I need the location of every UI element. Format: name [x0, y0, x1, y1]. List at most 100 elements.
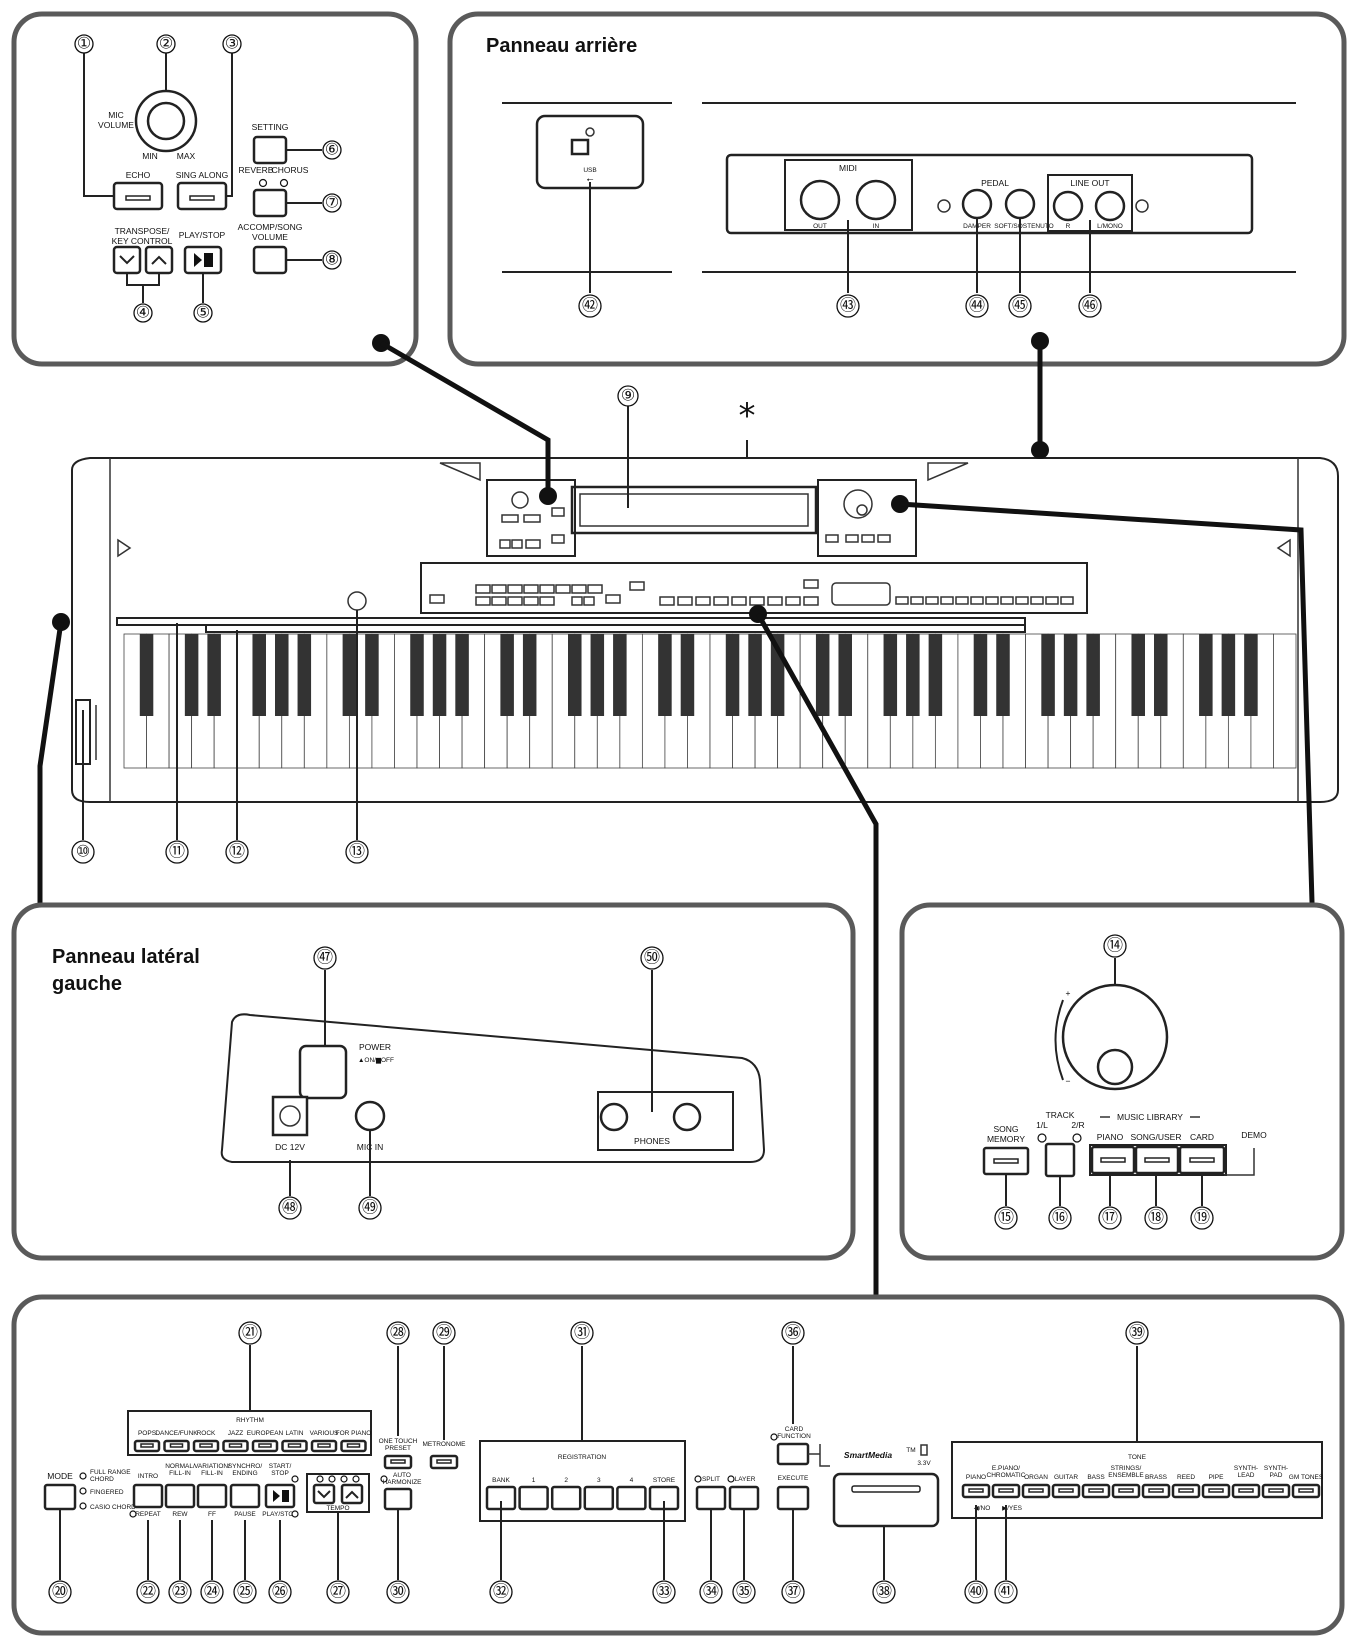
rhythm-ctrl-button[interactable] [229, 1483, 261, 1509]
registration-button[interactable] [518, 1485, 549, 1511]
black-key[interactable] [342, 634, 357, 716]
tone-button-bar [1208, 1488, 1224, 1493]
black-key[interactable] [1244, 634, 1258, 716]
black-key[interactable] [973, 634, 988, 716]
black-key[interactable] [906, 634, 920, 716]
phones-jack-2[interactable] [672, 1102, 702, 1132]
min-label: MIN [142, 151, 158, 161]
track-2r-label: 2/R [1071, 1120, 1084, 1130]
rhythm-ctrl-button[interactable] [132, 1483, 164, 1509]
black-key[interactable] [275, 634, 289, 716]
black-key[interactable] [590, 634, 605, 716]
black-key[interactable] [522, 634, 537, 716]
black-key[interactable] [815, 634, 830, 716]
power-sub-label: ▲ON/▆OFF [358, 1057, 394, 1064]
layer-button[interactable] [728, 1485, 760, 1511]
black-key[interactable] [207, 634, 221, 716]
black-key[interactable] [613, 634, 627, 716]
black-key[interactable] [365, 634, 379, 716]
tempo-up-button[interactable] [340, 1483, 364, 1505]
black-key[interactable] [1221, 634, 1236, 716]
transpose-down-button[interactable] [112, 245, 142, 275]
jog-dial-grip [1096, 1048, 1134, 1086]
black-key[interactable] [1086, 634, 1100, 716]
mode-button[interactable] [43, 1483, 77, 1511]
rhythm-ctrl-button[interactable] [164, 1483, 196, 1509]
master-volume-knob [347, 591, 367, 611]
power-button[interactable] [298, 1044, 348, 1100]
black-key[interactable] [748, 634, 762, 716]
black-key[interactable] [297, 634, 312, 716]
black-key[interactable] [725, 634, 740, 716]
black-key[interactable] [184, 634, 199, 716]
black-key[interactable] [455, 634, 469, 716]
play-stop-button[interactable] [183, 245, 223, 275]
black-key[interactable] [252, 634, 266, 716]
transpose-up-button[interactable] [144, 245, 174, 275]
callout-47: ㊼ [313, 946, 337, 970]
black-key[interactable] [928, 634, 943, 716]
track-button[interactable] [1044, 1142, 1076, 1178]
svg-text:㊹: ㊹ [969, 297, 985, 315]
soft-sostenuto-jack[interactable] [1004, 188, 1036, 220]
midi-in-port[interactable] [855, 179, 897, 221]
black-key[interactable] [1041, 634, 1055, 716]
control-cluster-left [486, 479, 576, 557]
dc-jack[interactable] [271, 1095, 309, 1137]
card-function-button[interactable] [776, 1442, 810, 1466]
black-key[interactable] [410, 634, 424, 716]
phones-jack-1[interactable] [599, 1102, 629, 1132]
registration-button[interactable] [616, 1485, 647, 1511]
line-out-r-jack[interactable] [1052, 190, 1084, 222]
line-out-l-mono-jack[interactable] [1094, 190, 1126, 222]
registration-button[interactable] [550, 1485, 582, 1511]
setting-button[interactable] [252, 135, 288, 165]
rhythm-ctrl-label: START/STOP [269, 1463, 292, 1477]
rhythm-ctrl-button[interactable] [196, 1483, 228, 1509]
accomp-volume-button[interactable] [252, 245, 288, 275]
mic-in-jack[interactable] [354, 1100, 386, 1132]
reverb-chorus-button[interactable] [252, 188, 288, 218]
pedal-label: PEDAL [981, 178, 1009, 188]
setting-label: SETTING [252, 122, 289, 132]
svg-text:㊽: ㊽ [282, 1199, 298, 1217]
damper-jack[interactable] [961, 188, 993, 220]
midi-out-port[interactable] [799, 179, 841, 221]
registration-button[interactable] [583, 1485, 615, 1511]
rear-panel-title: Panneau arrière [486, 35, 637, 57]
usb-port[interactable] [570, 138, 590, 156]
black-key[interactable] [500, 634, 514, 716]
black-key[interactable] [432, 634, 447, 716]
rhythm-cat-button-bar [258, 1443, 272, 1448]
rhythm-cat-button-bar [317, 1443, 331, 1448]
black-key[interactable] [139, 634, 154, 716]
svg-text:㉜: ㉜ [493, 1583, 509, 1601]
black-key[interactable] [1063, 634, 1078, 716]
black-key[interactable] [996, 634, 1010, 716]
split-button[interactable] [695, 1485, 727, 1511]
tempo-down-button[interactable] [312, 1483, 336, 1505]
smartmedia-card-slot[interactable] [832, 1472, 940, 1528]
line-out-l-mono-label: L/MONO [1097, 223, 1123, 230]
black-key[interactable] [1131, 634, 1145, 716]
line-out-label: LINE OUT [1070, 178, 1109, 188]
black-key[interactable] [658, 634, 672, 716]
auto-harmonize-button[interactable] [383, 1487, 413, 1511]
black-key[interactable] [680, 634, 695, 716]
tone-button-bar [1178, 1488, 1194, 1493]
black-key[interactable] [568, 634, 582, 716]
stop-icon [282, 1490, 289, 1502]
pause-label: PAUSE [234, 1511, 256, 1518]
black-key[interactable] [883, 634, 898, 716]
keyboard-callouts: ⑨ ⑩ ⑪ ⑫ ⑬ [71, 385, 748, 864]
black-key[interactable] [1154, 634, 1168, 716]
control-strip-buttons [429, 579, 1074, 606]
repeat-label: REPEAT [135, 1511, 161, 1518]
svg-text:㉔: ㉔ [204, 1583, 220, 1601]
execute-button[interactable] [776, 1485, 810, 1511]
black-key[interactable] [838, 634, 852, 716]
black-key[interactable] [1199, 634, 1213, 716]
white-key[interactable] [1273, 633, 1297, 769]
